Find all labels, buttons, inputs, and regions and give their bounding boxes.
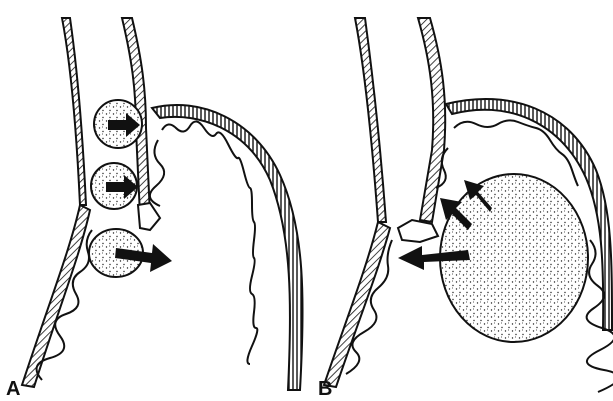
esophagus-right-wall	[418, 18, 445, 222]
sphincter-tip	[398, 220, 438, 242]
esophagus-left-wall	[62, 18, 86, 205]
gastric-folds-left	[37, 230, 92, 380]
panel-b-label: B	[318, 378, 332, 400]
gastric-folds-upper	[150, 140, 164, 206]
panel-a: A	[6, 18, 303, 400]
gastric-folds-inner	[162, 121, 257, 364]
panel-a-label: A	[6, 378, 20, 400]
stomach-wall-a	[152, 105, 303, 390]
panel-b: B	[318, 18, 613, 400]
cardia-left-wall	[324, 222, 390, 387]
cardia-left-wall	[22, 205, 90, 387]
esophagus-left-wall	[355, 18, 386, 222]
sphincter-tip	[138, 203, 160, 230]
